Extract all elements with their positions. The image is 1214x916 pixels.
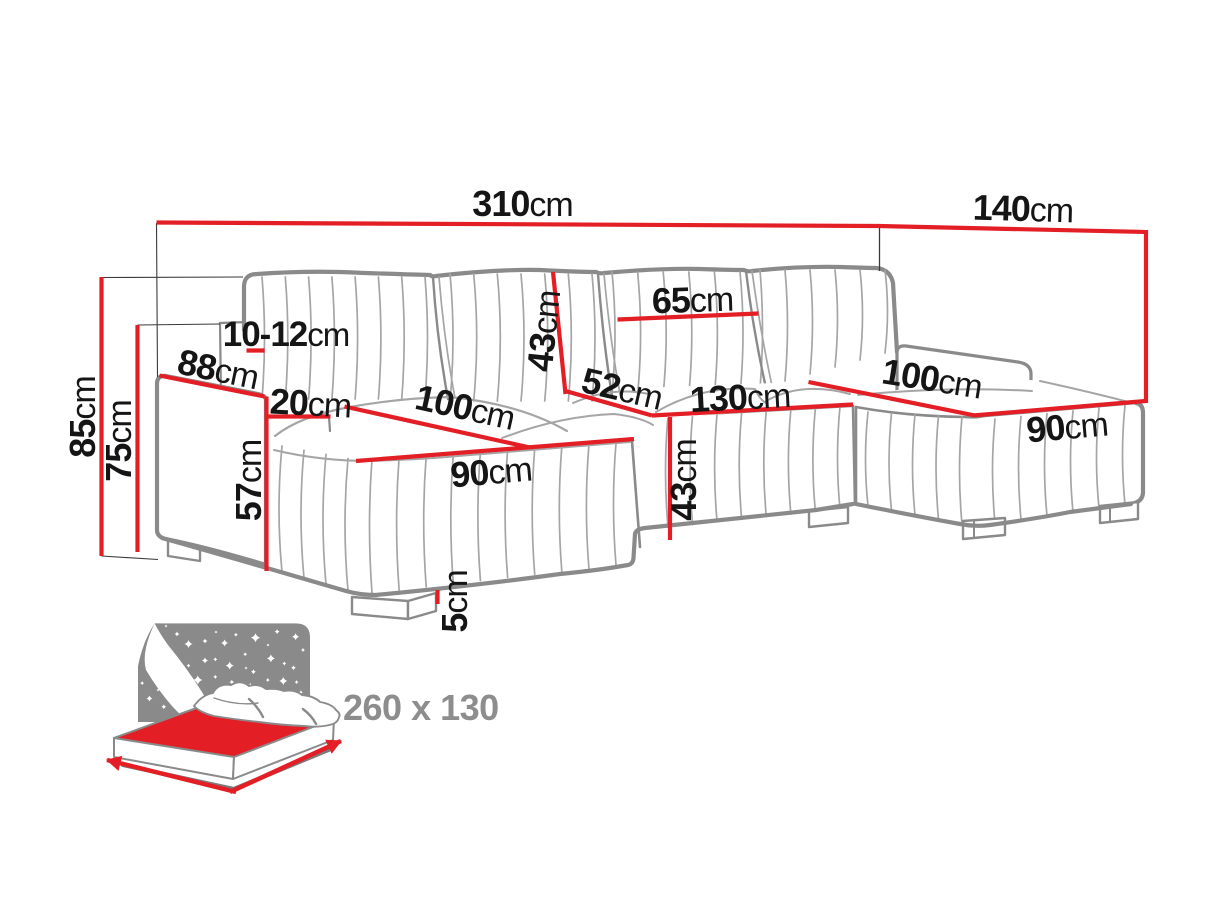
svg-text:20cm: 20cm	[269, 380, 352, 425]
svg-text:140cm: 140cm	[972, 187, 1073, 231]
svg-text:10-12cm: 10-12cm	[223, 315, 350, 354]
svg-text:90cm: 90cm	[449, 448, 534, 496]
svg-text:310cm: 310cm	[472, 183, 572, 224]
svg-text:5cm: 5cm	[434, 570, 475, 632]
svg-text:90cm: 90cm	[1025, 403, 1110, 451]
svg-text:57cm: 57cm	[228, 440, 269, 521]
svg-text:43cm: 43cm	[663, 439, 704, 520]
svg-text:65cm: 65cm	[651, 278, 734, 322]
svg-text:85cm: 85cm	[62, 376, 103, 457]
svg-text:260 x 130: 260 x 130	[343, 687, 499, 728]
svg-text:130cm: 130cm	[689, 374, 791, 420]
svg-text:75cm: 75cm	[98, 400, 139, 481]
